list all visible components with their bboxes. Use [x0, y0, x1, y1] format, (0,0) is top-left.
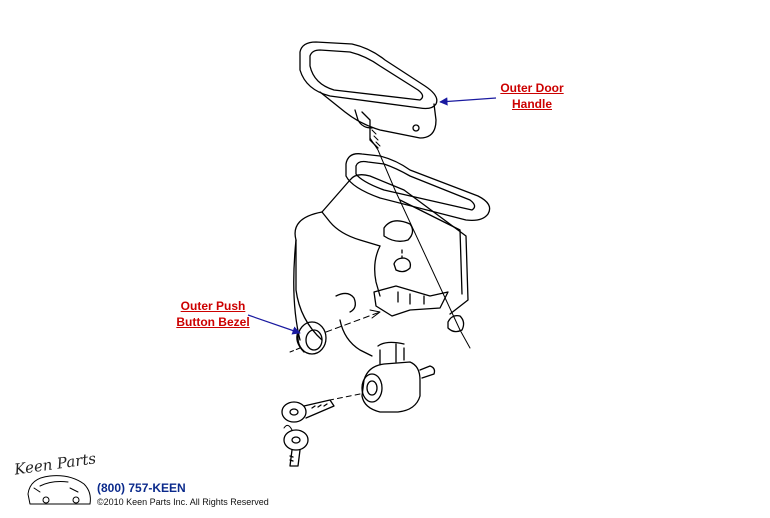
push-button-bezel-drawing — [296, 321, 327, 355]
door-panel-drawing — [293, 174, 469, 357]
door-key-2-drawing — [283, 424, 309, 467]
bezel-callout-arrow — [247, 314, 301, 335]
outer-push-button-bezel-label-line1: Outer Push — [180, 299, 246, 313]
door-key-1-drawing — [281, 399, 335, 423]
outer-door-handle-drawing — [299, 41, 438, 149]
keen-parts-logo-car — [27, 475, 91, 505]
outer-push-button-bezel-callout[interactable]: Outer Push Button Bezel — [170, 298, 256, 330]
outer-push-button-bezel-label-line2: Button Bezel — [176, 315, 250, 329]
phone-number: (800) 757-KEEN — [97, 481, 186, 495]
handle-gasket-drawing — [345, 153, 491, 222]
clip-fasteners — [393, 249, 465, 333]
outer-door-handle-callout[interactable]: Outer Door Handle — [492, 80, 572, 112]
handle-callout-arrow — [439, 97, 497, 106]
outer-door-handle-label-line2: Handle — [511, 97, 552, 111]
lock-cylinder-drawing — [329, 341, 436, 413]
outer-door-handle-label-line1: Outer Door — [500, 81, 564, 95]
copyright-text: ©2010 Keen Parts Inc. All Rights Reserve… — [97, 497, 269, 507]
